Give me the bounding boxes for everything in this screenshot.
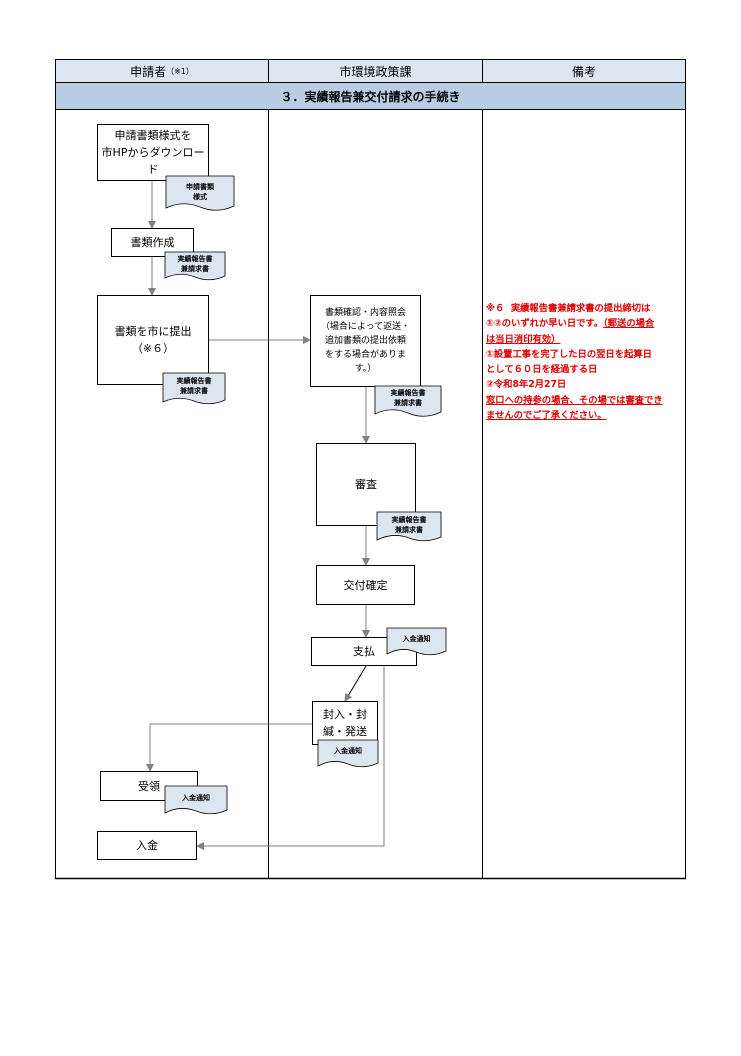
doc-report-4-label: 実績報告書 兼請求書 <box>377 515 441 535</box>
doc-application-form-line2: 様式 <box>193 193 207 201</box>
box-document-check-line4: をする場合がありま <box>324 350 406 360</box>
box-document-check-line5: す。） <box>354 364 377 374</box>
header-applicant: 申請者（※1） <box>55 59 269 83</box>
header-remarks-label: 備考 <box>571 64 596 79</box>
box-review: 審査 <box>316 443 416 526</box>
box-document-check: 書類確認・内容照会 （場合によって返送・ 追加書類の提出依頼 をする場合がありま… <box>310 295 421 387</box>
section-title-text: ３．実績報告兼交付請求の手続き <box>280 89 461 104</box>
doc-deposit-notice-3-text: 入金通知 <box>182 794 210 802</box>
box-create-documents-label: 書類作成 <box>130 236 175 249</box>
box-grant-decision: 交付確定 <box>316 565 415 605</box>
doc-report-3-line2: 兼請求書 <box>394 399 422 407</box>
box-create-documents: 書類作成 <box>111 228 194 257</box>
box-enclose-ship-line2: 緘・発送 <box>323 725 367 738</box>
doc-report-2-line1: 実績報告書 <box>176 377 212 385</box>
doc-report-2-line2: 兼請求書 <box>180 387 208 395</box>
box-deposit: 入金 <box>97 831 197 860</box>
doc-deposit-notice-1-label: 入金通知 <box>387 631 446 647</box>
note-title-mark: ※６ <box>486 303 505 314</box>
doc-deposit-notice-3-label: 入金通知 <box>165 790 227 806</box>
doc-report-3-line1: 実績報告書 <box>390 389 426 397</box>
header-city-label: 市環境政策課 <box>339 64 412 79</box>
box-receive-label: 受領 <box>138 779 160 793</box>
box-payment-label: 支払 <box>353 645 375 658</box>
box-download-forms-line2: 市HPからダウンロード <box>101 146 205 176</box>
box-submit-to-city-line2: （※６） <box>131 342 175 355</box>
doc-deposit-notice-2-text: 入金通知 <box>334 747 362 755</box>
header-applicant-label: 申請者 <box>130 64 167 79</box>
note-line5: ②令和8年2月27日 <box>486 379 567 391</box>
doc-application-form-label: 申請書類 様式 <box>166 180 234 204</box>
doc-report-4-line2: 兼請求書 <box>395 526 423 534</box>
note-line3: ①設置工事を完了した日の翌日を起算日 <box>486 348 652 360</box>
note-line1-b: （郵送の場合 <box>603 318 655 330</box>
box-document-check-line1: 書類確認・内容照会 <box>324 308 406 318</box>
box-grant-decision-label: 交付確定 <box>343 578 388 592</box>
doc-application-form-line1: 申請書類 <box>186 183 214 191</box>
note-line6: 窓口への持参の場合、その場では審査でき <box>486 394 663 406</box>
doc-report-2-label: 実績報告書 兼請求書 <box>163 376 225 396</box>
box-deposit-label: 入金 <box>136 839 158 852</box>
doc-report-1-line2: 兼請求書 <box>181 265 209 273</box>
note-line2: は当日消印有効） <box>486 333 561 345</box>
box-submit-to-city: 書類を市に提出 （※６） <box>97 295 209 385</box>
box-enclose-ship: 封入・封 緘・発送 <box>312 701 378 745</box>
doc-report-1-label: 実績報告書 兼請求書 <box>165 254 225 274</box>
note-line7: ませんのでご了承ください。 <box>486 410 607 422</box>
box-download-forms-line1: 申請書類様式を <box>114 129 192 142</box>
box-submit-to-city-line1: 書類を市に提出 <box>114 325 192 338</box>
doc-deposit-notice-1-text: 入金通知 <box>402 635 431 643</box>
doc-report-4-line1: 実績報告書 <box>391 516 427 524</box>
box-review-label: 審査 <box>355 478 377 491</box>
doc-deposit-notice-2-label: 入金通知 <box>318 743 378 759</box>
doc-report-1-line1: 実績報告書 <box>177 255 213 263</box>
note-line1-a: ①②のいずれか早い日です。 <box>486 318 604 330</box>
box-document-check-line2: （場合によって返送・ <box>320 322 411 332</box>
header-applicant-note: （※1） <box>166 66 194 76</box>
remarks-note: ※６ 実績報告書兼請求書の提出締切は ①②のいずれか早い日です。（郵送の場合 は… <box>486 301 684 423</box>
section-title: ３．実績報告兼交付請求の手続き <box>55 82 686 110</box>
doc-report-3-label: 実績報告書 兼請求書 <box>375 388 441 408</box>
box-document-check-line3: 追加書類の提出依頼 <box>324 336 406 346</box>
note-title-text: 実績報告書兼請求書の提出締切は <box>510 303 651 314</box>
note-line4: として６０日を経過する日 <box>486 364 598 376</box>
box-enclose-ship-line1: 封入・封 <box>323 708 367 721</box>
note-line1: ①②のいずれか早い日です。（郵送の場合 <box>486 316 684 331</box>
note-line-title: ※６ 実績報告書兼請求書の提出締切は <box>486 301 684 316</box>
box-download-forms: 申請書類様式を 市HPからダウンロード <box>97 124 209 181</box>
